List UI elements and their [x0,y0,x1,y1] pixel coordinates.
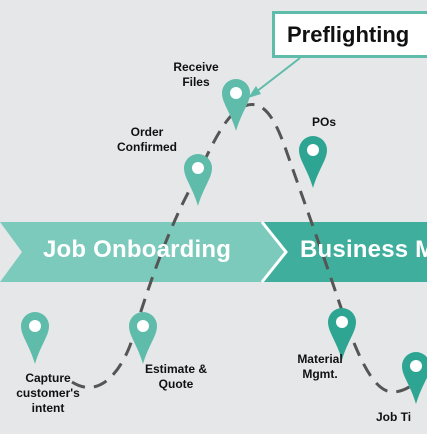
milestone-label-estimate-quote: Estimate & Quote [144,362,208,391]
map-pin-icon-order-confirmed [184,154,212,206]
map-pin-icon-estimate-quote [129,312,157,364]
milestone-label-pos: POs [311,115,336,129]
callout-title: Preflighting [287,22,410,47]
map-pin-icon-receive-files [222,79,250,131]
chevron-right-icon [260,221,288,283]
band-stage-business [262,222,427,282]
arrow-icon [248,86,261,98]
preflighting-callout: Preflighting [272,11,427,58]
map-pin-icon-material-mgmt [328,308,356,360]
milestone-label-order-confirmed: Order Confirmed [117,125,177,154]
milestone-label-capture-intent: Capture customer's intent [16,371,80,415]
milestone-label-material-mgmt: Material Mgmt. [297,352,343,381]
callout-arrow-line [251,57,301,96]
map-pin-icon-capture-intent [21,312,49,364]
map-pin-icon-pos [299,136,327,188]
milestone-label-receive-files: Receive Files [173,60,219,89]
stage-label-business: Business M [300,236,427,263]
milestone-label-job-ti: Job Ti [376,410,412,424]
band-stage-job-onboarding [0,222,286,282]
stage-label-job-onboarding: Job Onboarding [43,236,232,263]
map-pin-icon-job-ti [402,352,427,404]
